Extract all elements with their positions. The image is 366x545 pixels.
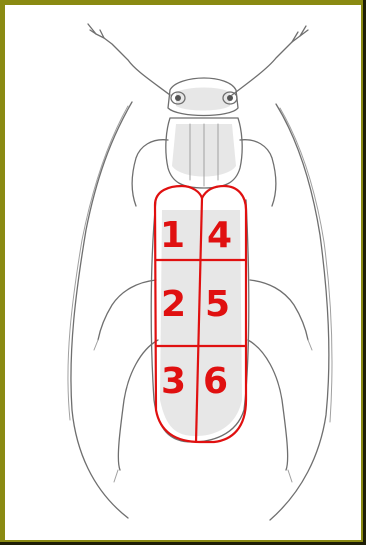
zone-label-1: 1 (160, 215, 185, 256)
beetle-pronotum (166, 118, 242, 188)
zone-label-5: 5 (205, 284, 230, 325)
zone-label-2: 2 (161, 284, 186, 325)
beetle-head (168, 78, 238, 116)
zone-label-4: 4 (207, 215, 232, 256)
zone-label-6: 6 (203, 361, 228, 402)
zone-label-3: 3 (161, 361, 186, 402)
